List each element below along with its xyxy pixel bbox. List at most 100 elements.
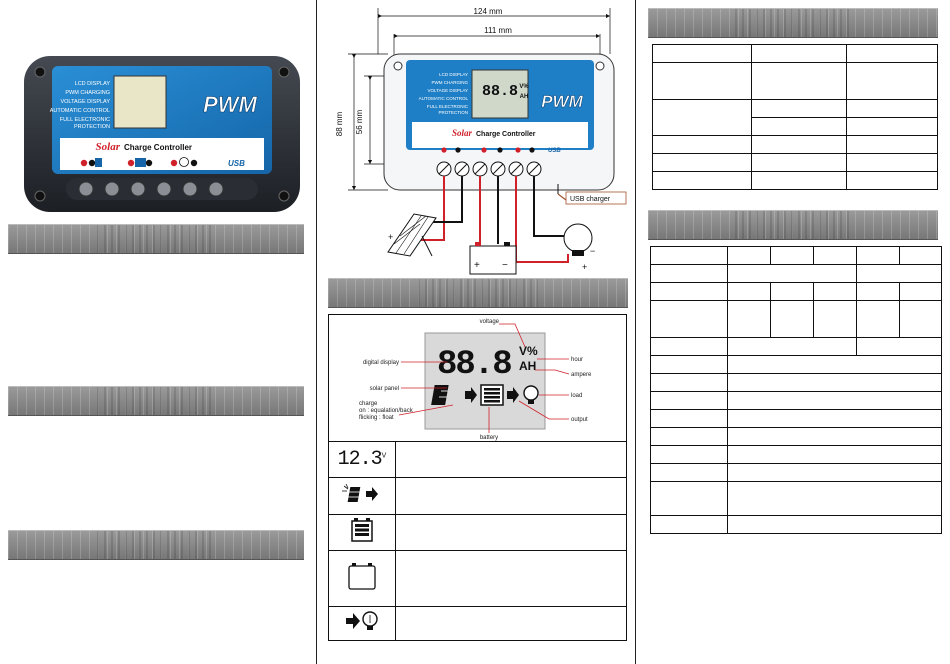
table-row [650,481,942,516]
table-row [650,373,942,392]
dimension-wiring-drawing: 124 mm 111 mm 88 mm 56 mm 88.8 V% AH LCD… [335,7,627,275]
svg-text:USB: USB [548,148,561,154]
legend-desc-cell [395,477,627,515]
table-row [652,171,938,190]
legend-row [328,477,627,515]
label-charge: charge [359,401,378,407]
legend-row [328,606,627,641]
feature-pwm-charging: PWM CHARGING [65,90,110,96]
feature-automatic-control: AUTOMATIC CONTROL [50,108,110,114]
label-load: load [571,393,582,399]
table-row [650,300,942,338]
label-battery: battery [480,435,498,441]
label-voltage: voltage [480,319,500,325]
battery-icon [469,242,517,275]
width-inner-label: 111 mm [484,26,512,35]
lcd-unit-bottom: AH [519,359,536,373]
lcd-solar-icon [431,385,459,405]
lcd-legend-table: 12.3V [328,441,627,641]
height-outer-label: 88 mm [335,111,344,136]
feature-protection: PROTECTION [74,124,110,130]
mini-lcd-unit-top: V% [519,84,529,90]
table-row [650,337,942,356]
table-row [650,355,942,374]
lcd-arrow-icon [465,387,477,403]
lcd-unit-top: V% [519,344,538,358]
legend-icon-cell [328,606,396,641]
column-divider-1 [316,0,317,664]
table-row [652,153,938,172]
legend-desc-cell [395,441,627,478]
terminal-icons [80,157,198,167]
battery-plus-sign: + [474,260,480,271]
feature-lcd-display: LCD DISPLAY [75,81,111,87]
lcd-output-arrow-icon [507,387,519,403]
feature-voltage-display: VOLTAGE DISPLAY [60,99,110,105]
section-banner-lcd [328,278,628,308]
solar-panel-icon [387,213,437,257]
table-row [650,445,942,464]
legend-icon-cell [328,477,396,515]
section-banner-2 [8,386,304,416]
brand-pwm: PWM [203,92,257,117]
charge-controller-label: Charge Controller [124,143,192,152]
section-banner-right-1 [648,8,938,38]
table-row [650,427,942,446]
section-banner-3 [8,530,304,560]
label-solar-panel: solar panel [370,386,399,392]
svg-text:VOLTAGE DISPLAY: VOLTAGE DISPLAY [427,88,468,93]
usb-label: USB [228,159,245,168]
label-hour: hour [571,357,583,363]
label-digital-display: digital display [363,360,399,366]
lcd-bulb-icon [523,385,539,404]
svg-text:PWM CHARGING: PWM CHARGING [432,80,469,85]
table-row [650,246,942,265]
column-divider-2 [635,0,636,664]
bulb-minus-sign: − [590,246,595,256]
svg-text:PROTECTION: PROTECTION [438,110,468,115]
feature-full-electronic: FULL ELECTRONIC [60,117,110,123]
usb-charger-label: USB charger [570,196,611,203]
lcd-diagram: 88.8 V% AH [359,319,592,441]
label-charge-on: on : equalation/back [359,408,414,414]
table-row [650,391,942,410]
label-output: output [571,417,588,423]
legend-desc-cell [395,606,627,641]
section-banner-1 [8,224,304,254]
load-output-icon [346,611,378,630]
label-charge-flicking: flicking : float [359,415,394,421]
legend-row [328,514,627,551]
table-row [652,44,938,63]
table-row [652,62,938,100]
svg-text:Charge Controller: Charge Controller [476,131,536,138]
voltage-reading: 12.3 [337,448,383,471]
mini-lcd-unit-bottom: AH [520,94,529,100]
table-row [650,282,942,301]
svg-text:Solar: Solar [452,128,473,138]
mini-brand-pwm: PWM [541,92,583,111]
width-outer-label: 124 mm [474,7,503,16]
charge-controller-photo: LCD DISPLAY PWM CHARGING VOLTAGE DISPLAY… [24,56,300,212]
lcd-legend-box: 88.8 V% AH [328,314,627,641]
table-row [650,409,942,428]
solar-plus-sign: + [388,232,393,242]
voltage-unit: V [381,452,387,460]
height-inner-label: 56 mm [355,109,364,134]
label-ampere: ampere [571,372,592,378]
legend-icon-cell: 12.3V [328,441,396,478]
table-row [652,135,938,154]
battery-outline-icon [348,563,376,590]
table-row [652,99,938,136]
legend-desc-cell [395,514,627,551]
legend-icon-cell [328,550,396,607]
battery-minus-sign: − [502,260,508,271]
legend-row: 12.3V [328,441,627,478]
legend-desc-cell [395,550,627,607]
mini-lcd-digits: 88.8 [482,83,518,100]
spec-table-2 [650,246,942,534]
table-row [650,515,942,534]
spec-table-1 [652,44,938,190]
battery-full-icon [351,518,373,542]
legend-row [328,550,627,607]
solar-word: Solar [96,141,121,153]
